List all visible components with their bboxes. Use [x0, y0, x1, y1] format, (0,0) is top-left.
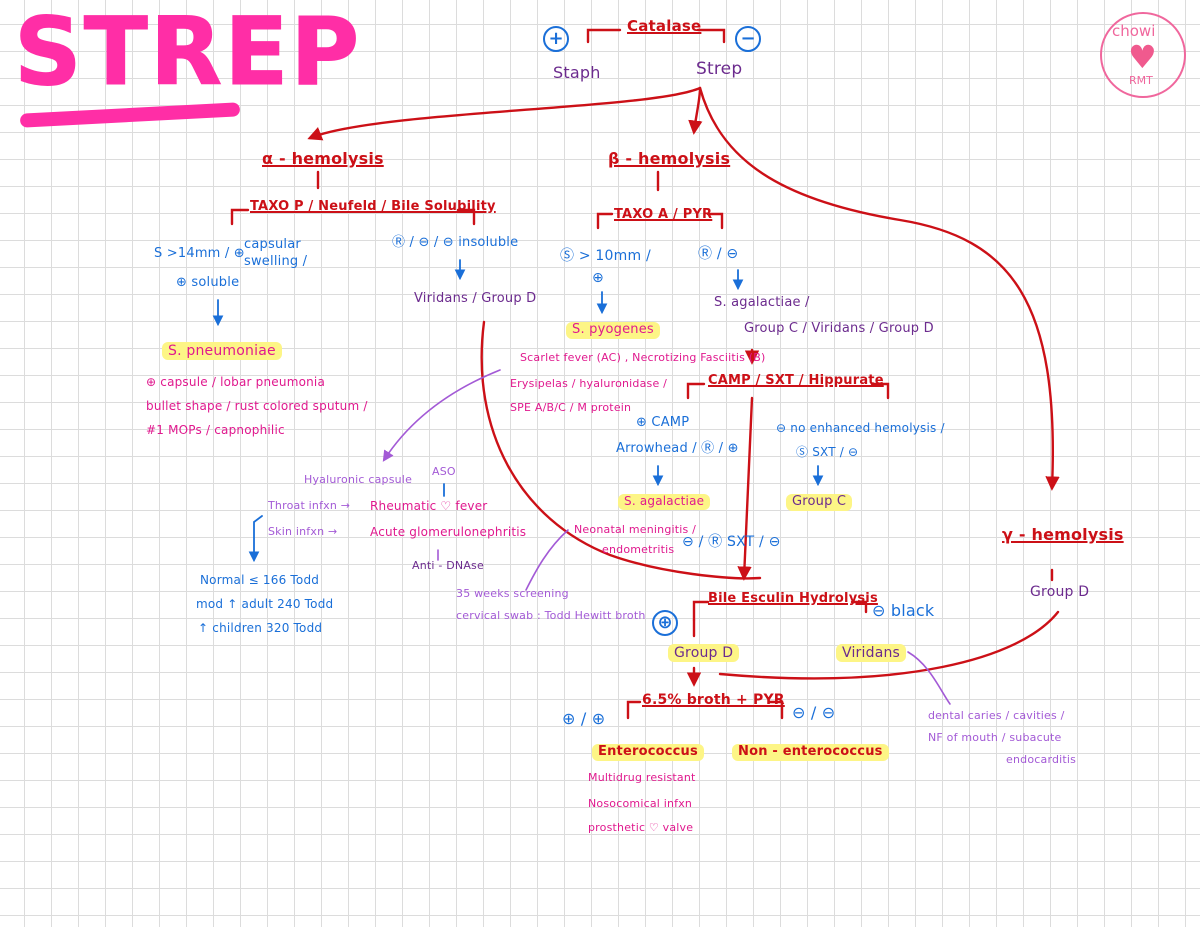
alpha-r-line: Ⓡ / ⊖ / ⊖ insoluble	[392, 235, 519, 250]
aso-label: ASO	[432, 465, 456, 478]
edge-strep-beta	[688, 86, 703, 135]
normal-todd-label: Normal ≤ 166 Todd	[200, 573, 320, 587]
pyo-note-2: Erysipelas / hyaluronidase /	[510, 377, 668, 390]
glomerulonephritis-label: Acute glomerulonephritis	[370, 525, 527, 539]
group-c-label: Group C	[786, 494, 853, 511]
alpha-hemolysis-label: α - hemolysis	[262, 149, 384, 168]
edge-strep-alpha	[307, 86, 702, 141]
catalase-positive-icon: +	[543, 26, 569, 52]
adult-todd-label: mod ↑ adult 240 Todd	[196, 597, 334, 611]
aso-bracket	[254, 515, 262, 560]
screening-note-2: cervical swab : Todd Hewitt broth	[456, 609, 646, 622]
page-title: STREP	[13, 0, 362, 107]
beta-r-line: Ⓡ / ⊖	[698, 246, 739, 262]
pyo-note-3: SPE A/B/C / M protein	[510, 401, 632, 414]
viridans-label: Viridans	[836, 644, 907, 663]
neg-r-sxt-label: ⊖ / Ⓡ SXT / ⊖	[682, 534, 781, 550]
nacl-bracket	[626, 700, 784, 720]
soluble-label: ⊕ soluble	[176, 275, 240, 290]
enterococcus-label: Enterococcus	[592, 744, 704, 761]
beta-hemolysis-label: β - hemolysis	[608, 149, 731, 168]
logo-top-text: chowi	[1112, 22, 1156, 40]
edge-neonatal-screen	[525, 529, 569, 591]
catalase-bracket	[586, 28, 726, 44]
non-enterococcus-label: Non - enterococcus	[732, 744, 889, 761]
author-logo: chowi ♥ RMT	[1100, 12, 1186, 98]
s-agalactiae-label: S. agalactiae	[618, 494, 711, 510]
s-pyogenes-label: S. pyogenes	[566, 322, 660, 339]
catalase-negative-icon: −	[735, 26, 761, 52]
camp-positive-label: ⊕ CAMP	[636, 415, 690, 430]
hyaluronic-capsule-label: Hyaluronic capsule	[304, 473, 413, 486]
viridans-groupd-label: Viridans / Group D	[414, 291, 537, 306]
throat-infxn-label: Throat infxn →	[268, 499, 351, 512]
nacl-broth-label: 6.5% broth + PYR	[642, 692, 785, 708]
swelling-label: swelling /	[244, 254, 308, 269]
bile-positive-icon: ⊕	[652, 610, 678, 636]
entero-note-3: prosthetic ♡ valve	[588, 821, 694, 834]
skin-infxn-label: Skin infxn →	[268, 525, 338, 538]
camp-bracket	[686, 382, 890, 400]
no-enhanced-hemolysis-label: ⊖ no enhanced hemolysis /	[776, 421, 945, 435]
strep-label: Strep	[696, 59, 743, 79]
logo-bottom-text: RMT	[1129, 74, 1153, 87]
nacl-negative-label: ⊖ / ⊖	[792, 703, 836, 722]
beta-s-plus: ⊕	[592, 270, 604, 286]
group-d-label: Group D	[668, 644, 740, 663]
edge-strep-gamma	[698, 86, 1060, 491]
bile-bracket	[692, 600, 868, 622]
arrowhead-label: Arrowhead / Ⓡ / ⊕	[616, 441, 739, 456]
agal-group-line-2: Group C / Viridans / Group D	[744, 321, 934, 336]
nacl-positive-label: ⊕ / ⊕	[562, 709, 606, 728]
bile-esculin-label: Bile Esculin Hydrolysis	[708, 591, 878, 606]
pneumo-note-1: ⊕ capsule / lobar pneumonia	[146, 375, 326, 389]
sxt-neg-label: Ⓢ SXT / ⊖	[796, 445, 859, 459]
edge-camp-down	[737, 396, 754, 581]
gamma-hemolysis-label: γ - hemolysis	[1002, 525, 1124, 544]
screening-note-1: 35 weeks screening	[456, 587, 569, 600]
gamma-group-d-label: Group D	[1030, 584, 1090, 600]
beta-s-line: Ⓢ > 10mm /	[560, 248, 651, 264]
s-pneumoniae-label: S. pneumoniae	[162, 342, 282, 361]
beta-test-label: TAXO A / PYR	[614, 207, 713, 222]
viridans-note-2: NF of mouth / subacute	[928, 731, 1062, 744]
children-todd-label: ↑ children 320 Todd	[198, 621, 323, 635]
alpha-s-line: S >14mm / ⊕	[154, 246, 245, 261]
viridans-note-3: endocarditis	[1006, 753, 1077, 766]
rheumatic-fever-label: Rheumatic ♡ fever	[370, 499, 488, 513]
edge-gamma-groupd	[718, 610, 1060, 680]
staph-label: Staph	[553, 63, 601, 82]
bile-negative-black-label: ⊖ black	[872, 601, 935, 620]
pneumo-note-2: bullet shape / rust colored sputum /	[146, 399, 368, 413]
beta-test-bracket	[596, 212, 724, 230]
pyo-note-1: Scarlet fever (AC) , Necrotizing Fasciit…	[520, 351, 766, 364]
heart-icon: ♥	[1128, 38, 1157, 76]
alpha-test-bracket	[230, 208, 476, 226]
agal-group-line-1: S. agalactiae /	[714, 295, 810, 310]
entero-note-1: Multidrug resistant	[588, 771, 696, 784]
agal-note-2: endometritis	[602, 543, 675, 556]
catalase-label: Catalase	[627, 17, 702, 35]
edge-viridans-notes	[907, 651, 951, 705]
pneumo-note-3: #1 MOPs / capnophilic	[146, 423, 285, 437]
entero-note-2: Nosocomical infxn	[588, 797, 693, 810]
alpha-test-label: TAXO P / Neufeld / Bile Solubility	[250, 199, 496, 214]
agal-note-1: Neonatal meningitis /	[574, 523, 697, 536]
edge-pyo-aso	[382, 369, 501, 462]
capsular-label: capsular	[244, 237, 301, 252]
edge-viridans-bile	[480, 320, 762, 580]
anti-dnase-label: Anti - DNAse	[412, 559, 484, 572]
viridans-note-1: dental caries / cavities /	[928, 709, 1065, 722]
camp-test-label: CAMP / SXT / Hippurate	[708, 373, 884, 388]
